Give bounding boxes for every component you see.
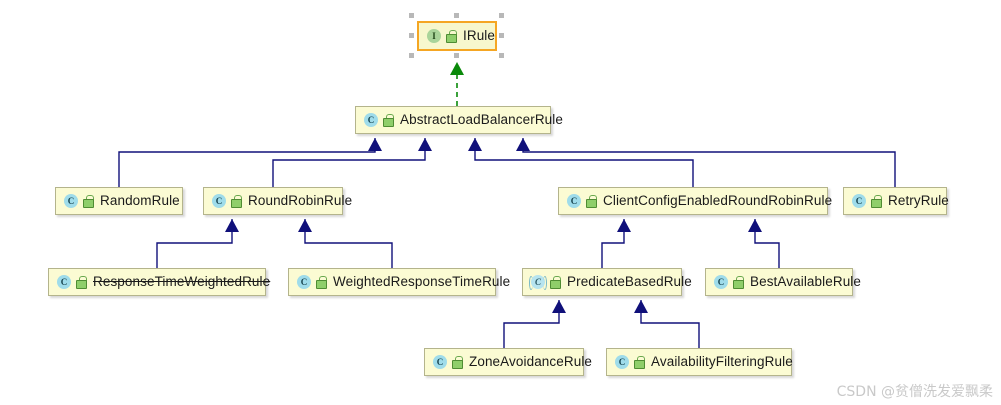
selection-handle-7[interactable] (499, 53, 504, 58)
public-lock-icon (585, 194, 597, 208)
edge-resptime-to-roundrobin[interactable] (156, 219, 233, 268)
class-node-weightedresp[interactable]: C WeightedResponseTimeRule (288, 268, 510, 296)
abstract-class-icon: C (529, 274, 547, 290)
class-icon: C (63, 193, 79, 209)
class-node-retry[interactable]: C RetryRule (843, 187, 949, 215)
class-icon: C (296, 274, 312, 290)
public-lock-icon (732, 275, 744, 289)
selection-handle-0[interactable] (409, 13, 414, 18)
class-node-zoneavoid[interactable]: C ZoneAvoidanceRule (424, 348, 592, 376)
class-node-label: AvailabilityFilteringRule (651, 354, 793, 370)
public-lock-icon (315, 275, 327, 289)
class-node-predicate[interactable]: C PredicateBasedRule (522, 268, 692, 296)
class-node-random[interactable]: C RandomRule (55, 187, 183, 215)
arrowhead-7 (617, 219, 631, 232)
public-lock-icon (230, 194, 242, 208)
class-node-label: ResponseTimeWeightedRule (93, 274, 271, 290)
class-node-availfilter[interactable]: C AvailabilityFilteringRule (606, 348, 793, 376)
arrowhead-4 (516, 138, 530, 151)
class-node-label: PredicateBasedRule (567, 274, 692, 290)
class-icon: C (211, 193, 227, 209)
arrowhead-0 (450, 62, 464, 75)
edge-retry-to-abstract[interactable] (522, 138, 896, 187)
public-lock-icon (870, 194, 882, 208)
public-lock-icon (82, 194, 94, 208)
interface-icon: I (426, 28, 442, 44)
selection-handle-6[interactable] (454, 53, 459, 58)
class-icon: C (363, 112, 379, 128)
public-lock-icon (549, 275, 561, 289)
class-icon: C (432, 354, 448, 370)
arrowhead-9 (552, 300, 566, 313)
public-lock-icon (382, 113, 394, 127)
class-node-label: BestAvailableRule (750, 274, 862, 290)
selection-handle-3[interactable] (409, 33, 414, 38)
selection-handle-5[interactable] (409, 53, 414, 58)
edge-roundrobin-to-abstract[interactable] (272, 138, 426, 187)
public-lock-icon (633, 355, 645, 369)
edge-clientconfig-to-abstract[interactable] (474, 138, 694, 187)
class-node-bestavail[interactable]: C BestAvailableRule (705, 268, 861, 296)
edge-availfilter-to-predicate[interactable] (640, 300, 700, 348)
selection-handle-4[interactable] (499, 33, 504, 38)
class-node-irule[interactable]: I IRule (417, 21, 497, 51)
class-node-roundrobin[interactable]: C RoundRobinRule (203, 187, 352, 215)
class-icon: C (851, 193, 867, 209)
class-node-label: ClientConfigEnabledRoundRobinRule (603, 193, 833, 209)
watermark: CSDN @贫僧洗发爱飘柔 (836, 384, 993, 400)
arrowhead-1 (368, 138, 382, 151)
arrowhead-6 (298, 219, 312, 232)
selection-handle-1[interactable] (454, 13, 459, 18)
public-lock-icon (451, 355, 463, 369)
arrowhead-3 (468, 138, 482, 151)
class-node-label: IRule (463, 28, 496, 44)
class-node-clientconfig[interactable]: C ClientConfigEnabledRoundRobinRule (558, 187, 832, 215)
class-icon: C (56, 274, 72, 290)
arrowhead-2 (418, 138, 432, 151)
class-node-resptime[interactable]: C ResponseTimeWeightedRule (48, 268, 270, 296)
class-icon: C (566, 193, 582, 209)
arrowhead-5 (225, 219, 239, 232)
class-node-label: RoundRobinRule (248, 193, 353, 209)
class-node-label: WeightedResponseTimeRule (333, 274, 511, 290)
class-node-abstract[interactable]: C AbstractLoadBalancerRule (355, 106, 563, 134)
public-lock-icon (445, 29, 457, 43)
edge-random-to-abstract[interactable] (118, 138, 376, 187)
edge-weightedresp-to-roundrobin[interactable] (304, 219, 393, 268)
class-node-label: RetryRule (888, 193, 949, 209)
class-icon: C (614, 354, 630, 370)
arrowhead-8 (748, 219, 762, 232)
arrowhead-10 (634, 300, 648, 313)
class-node-label: RandomRule (100, 193, 180, 209)
class-icon: C (713, 274, 729, 290)
public-lock-icon (75, 275, 87, 289)
selection-handle-2[interactable] (499, 13, 504, 18)
edge-zoneavoid-to-predicate[interactable] (503, 300, 560, 348)
class-node-label: ZoneAvoidanceRule (469, 354, 593, 370)
class-node-label: AbstractLoadBalancerRule (400, 112, 563, 128)
